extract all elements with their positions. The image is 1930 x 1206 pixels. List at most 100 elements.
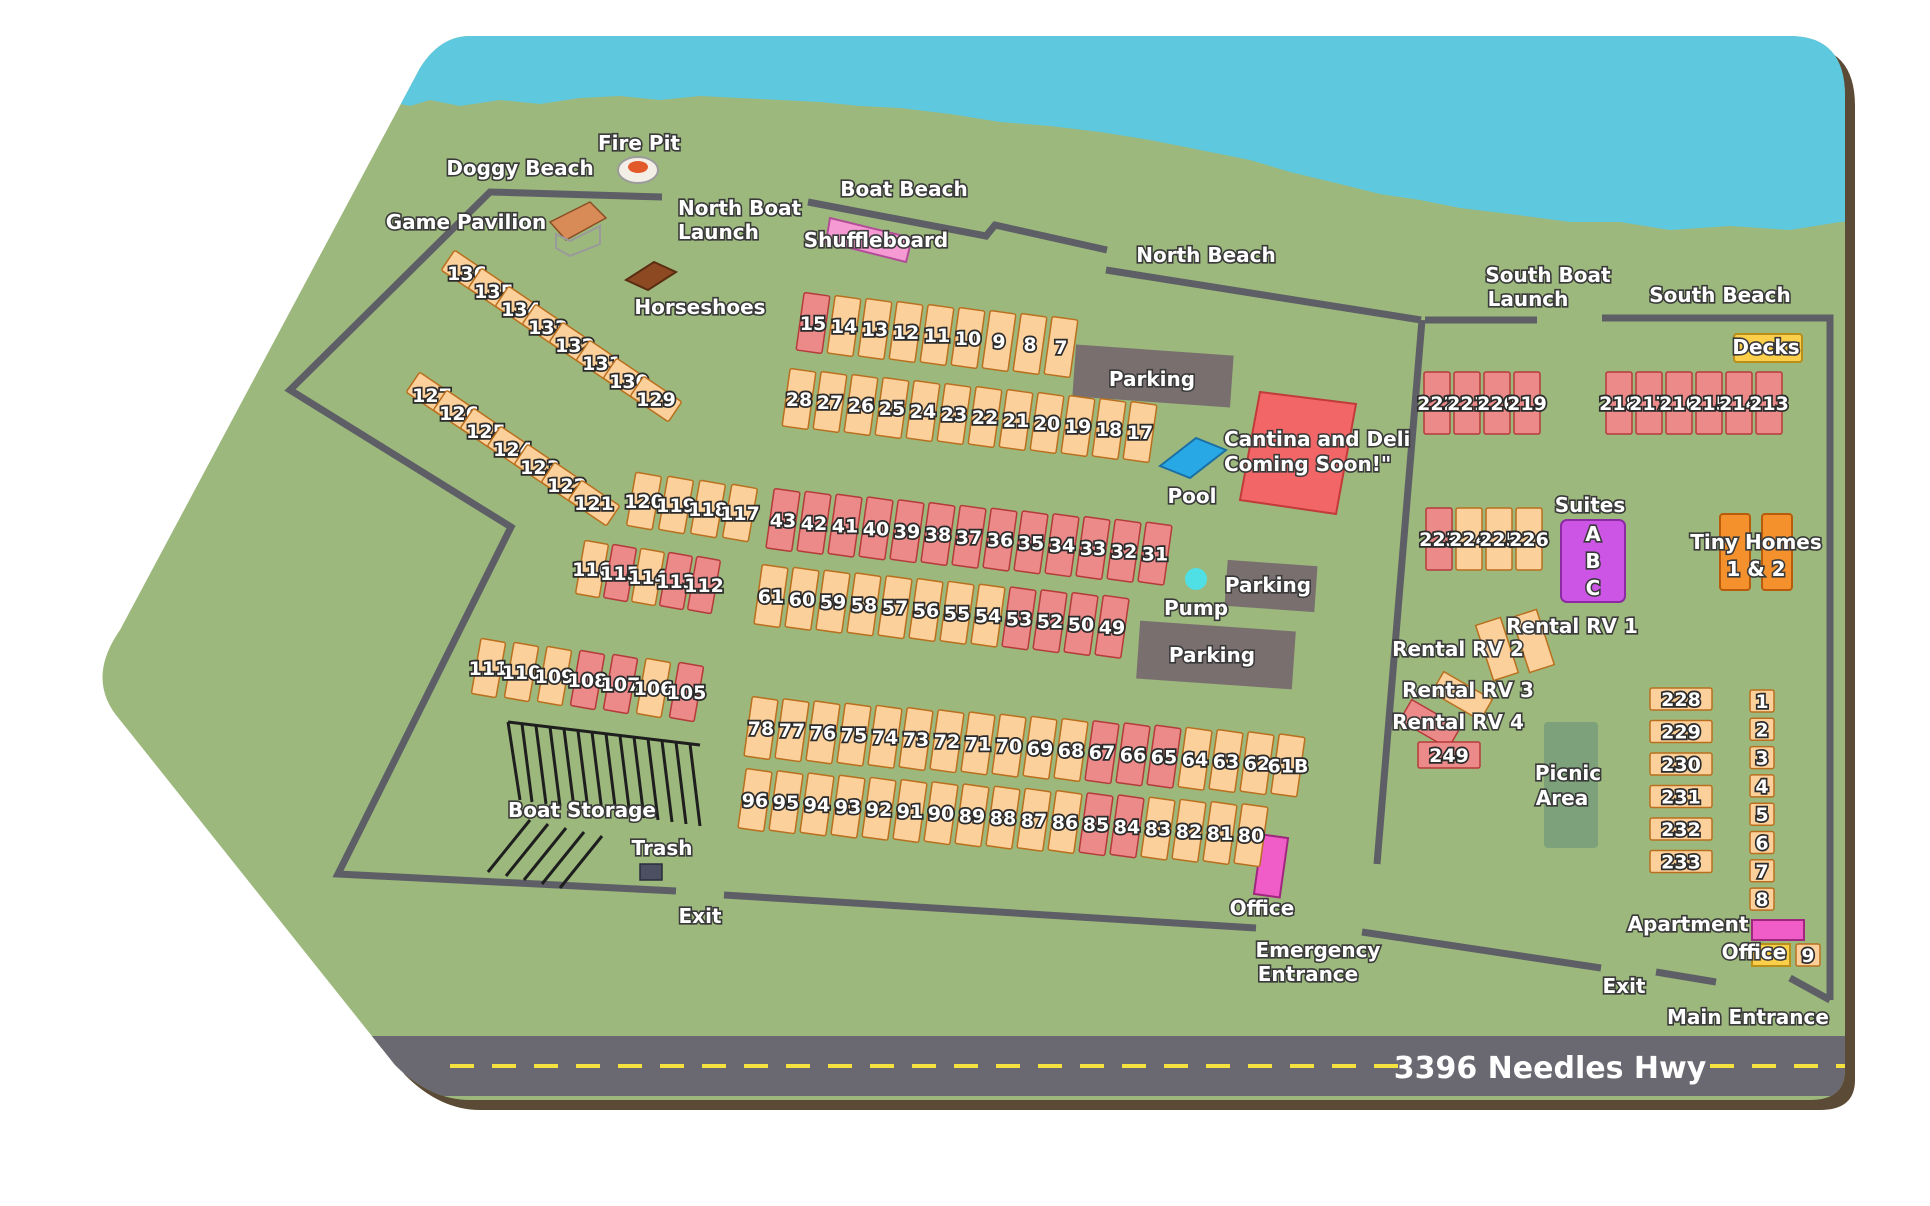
campsite-61B[interactable]: 61B (1266, 733, 1310, 798)
campsite-pad[interactable] (1605, 371, 1633, 435)
campsite-39[interactable]: 39 (889, 499, 925, 564)
campsite-36[interactable]: 36 (982, 507, 1018, 572)
campsite-95[interactable]: 95 (768, 770, 804, 835)
rental-rv-2-unit[interactable] (1510, 608, 1556, 674)
campsite-pad[interactable] (1795, 943, 1821, 967)
campsite-pad[interactable] (1084, 720, 1120, 785)
cantina-building[interactable] (1238, 390, 1358, 516)
campsite-226[interactable]: 226 (1507, 507, 1551, 571)
campsite-pad[interactable] (1665, 371, 1693, 435)
campsite-pad[interactable] (991, 713, 1027, 778)
campsite-113[interactable]: 113 (654, 551, 698, 611)
campsite-40[interactable]: 40 (858, 496, 894, 561)
campsite-13[interactable]: 13 (857, 297, 893, 361)
campsite-pad[interactable] (1649, 719, 1713, 744)
campsite-12[interactable]: 12 (888, 300, 924, 364)
campsite-72[interactable]: 72 (929, 709, 965, 774)
campsite-pad[interactable] (631, 547, 665, 607)
campsite-pad[interactable] (784, 566, 820, 631)
campsite-pad[interactable] (1485, 507, 1513, 571)
campsite-pad[interactable] (1053, 717, 1089, 783)
campsite-231[interactable]: 231 (1649, 784, 1713, 810)
campsite-34[interactable]: 34 (1044, 513, 1080, 578)
campsite-pad[interactable] (1047, 789, 1083, 855)
campsite-111[interactable]: 111 (467, 637, 510, 699)
campsite-55[interactable]: 55 (939, 580, 975, 645)
campsite-21[interactable]: 21 (998, 388, 1034, 452)
campsite-9[interactable]: 9 (981, 309, 1017, 373)
campsite-pad[interactable] (1063, 591, 1099, 657)
campsite-77[interactable]: 77 (774, 698, 810, 763)
campsite-217[interactable]: 217 (1627, 371, 1671, 435)
campsite-pad[interactable] (830, 774, 866, 839)
campsite-17[interactable]: 17 (1122, 400, 1158, 464)
campsite-pad[interactable] (626, 471, 662, 531)
campsite-pad[interactable] (630, 376, 682, 422)
campsite-91[interactable]: 91 (892, 778, 928, 844)
campsite-pad[interactable] (827, 493, 863, 558)
campsite-pad[interactable] (635, 657, 672, 719)
campsite-pad[interactable] (1202, 800, 1238, 866)
campsite-pad[interactable] (923, 781, 959, 846)
campsite-92[interactable]: 92 (861, 776, 897, 841)
campsite-pad[interactable] (843, 373, 879, 437)
campsite-60[interactable]: 60 (784, 566, 820, 631)
campsite-249[interactable]: 249 (1417, 741, 1481, 769)
campsite-pad[interactable] (905, 379, 941, 443)
campsite-pad[interactable] (1094, 594, 1130, 659)
campsite-83[interactable]: 83 (1140, 796, 1176, 861)
campsite-pad[interactable] (861, 776, 897, 841)
campsite-230[interactable]: 230 (1649, 752, 1713, 778)
campsite-pad[interactable] (1749, 830, 1775, 855)
campsite-119[interactable]: 119 (654, 475, 698, 535)
campsite-80[interactable]: 80 (1233, 803, 1269, 868)
campsite-pad[interactable] (982, 507, 1018, 572)
campsite-pad[interactable] (1749, 745, 1775, 770)
campsite-71[interactable]: 71 (960, 711, 996, 776)
campsite-pad[interactable] (1749, 774, 1775, 798)
campsite-pad[interactable] (954, 783, 990, 848)
campsite-120[interactable]: 120 (622, 471, 666, 531)
campsite-pad[interactable] (812, 370, 848, 434)
campsite-86[interactable]: 86 (1047, 789, 1083, 855)
campsite-215[interactable]: 215 (1687, 371, 1731, 435)
campsite-pad[interactable] (889, 499, 925, 564)
campsite-pad[interactable] (998, 388, 1034, 452)
campsite-9[interactable]: 9 (1795, 943, 1821, 969)
campsite-pad[interactable] (858, 496, 894, 561)
campsite-pad[interactable] (687, 555, 721, 615)
campsite-220[interactable]: 220 (1475, 371, 1519, 435)
campsite-50[interactable]: 50 (1063, 591, 1099, 657)
campsite-233[interactable]: 233 (1649, 849, 1713, 875)
campsite-pad[interactable] (1146, 724, 1182, 789)
campsite-78[interactable]: 78 (743, 695, 779, 761)
campsite-221[interactable]: 221 (1445, 371, 1489, 435)
campsite-pad[interactable] (1649, 687, 1713, 711)
campsite-222[interactable]: 222 (1415, 371, 1459, 435)
campsite-57[interactable]: 57 (877, 575, 913, 640)
campsite-70[interactable]: 70 (991, 713, 1027, 778)
campsite-76[interactable]: 76 (805, 700, 841, 765)
rental-rv-1-unit[interactable] (1474, 616, 1520, 682)
campsite-pad[interactable] (950, 306, 986, 370)
campsite-pad[interactable] (569, 649, 606, 711)
campsite-56[interactable]: 56 (908, 577, 944, 643)
campsite-224[interactable]: 224 (1447, 507, 1491, 571)
campsite-87[interactable]: 87 (1016, 787, 1052, 852)
campsite-pad[interactable] (1423, 371, 1451, 435)
campsite-107[interactable]: 107 (599, 653, 642, 715)
campsite-pad[interactable] (1755, 371, 1783, 435)
campsite-pad[interactable] (939, 580, 975, 645)
campsite-43[interactable]: 43 (765, 487, 801, 553)
campsite-14[interactable]: 14 (826, 294, 862, 358)
campsite-54[interactable]: 54 (970, 583, 1006, 648)
campsite-pad[interactable] (1425, 507, 1453, 571)
campsite-81[interactable]: 81 (1202, 800, 1238, 866)
campsite-7[interactable]: 7 (1749, 859, 1775, 884)
campsite-pad[interactable] (1649, 784, 1713, 809)
campsite-pad[interactable] (1749, 802, 1775, 826)
campsite-pad[interactable] (796, 490, 832, 555)
campsite-pad[interactable] (753, 563, 789, 629)
campsite-pad[interactable] (805, 700, 841, 765)
campsite-18[interactable]: 18 (1091, 397, 1127, 461)
